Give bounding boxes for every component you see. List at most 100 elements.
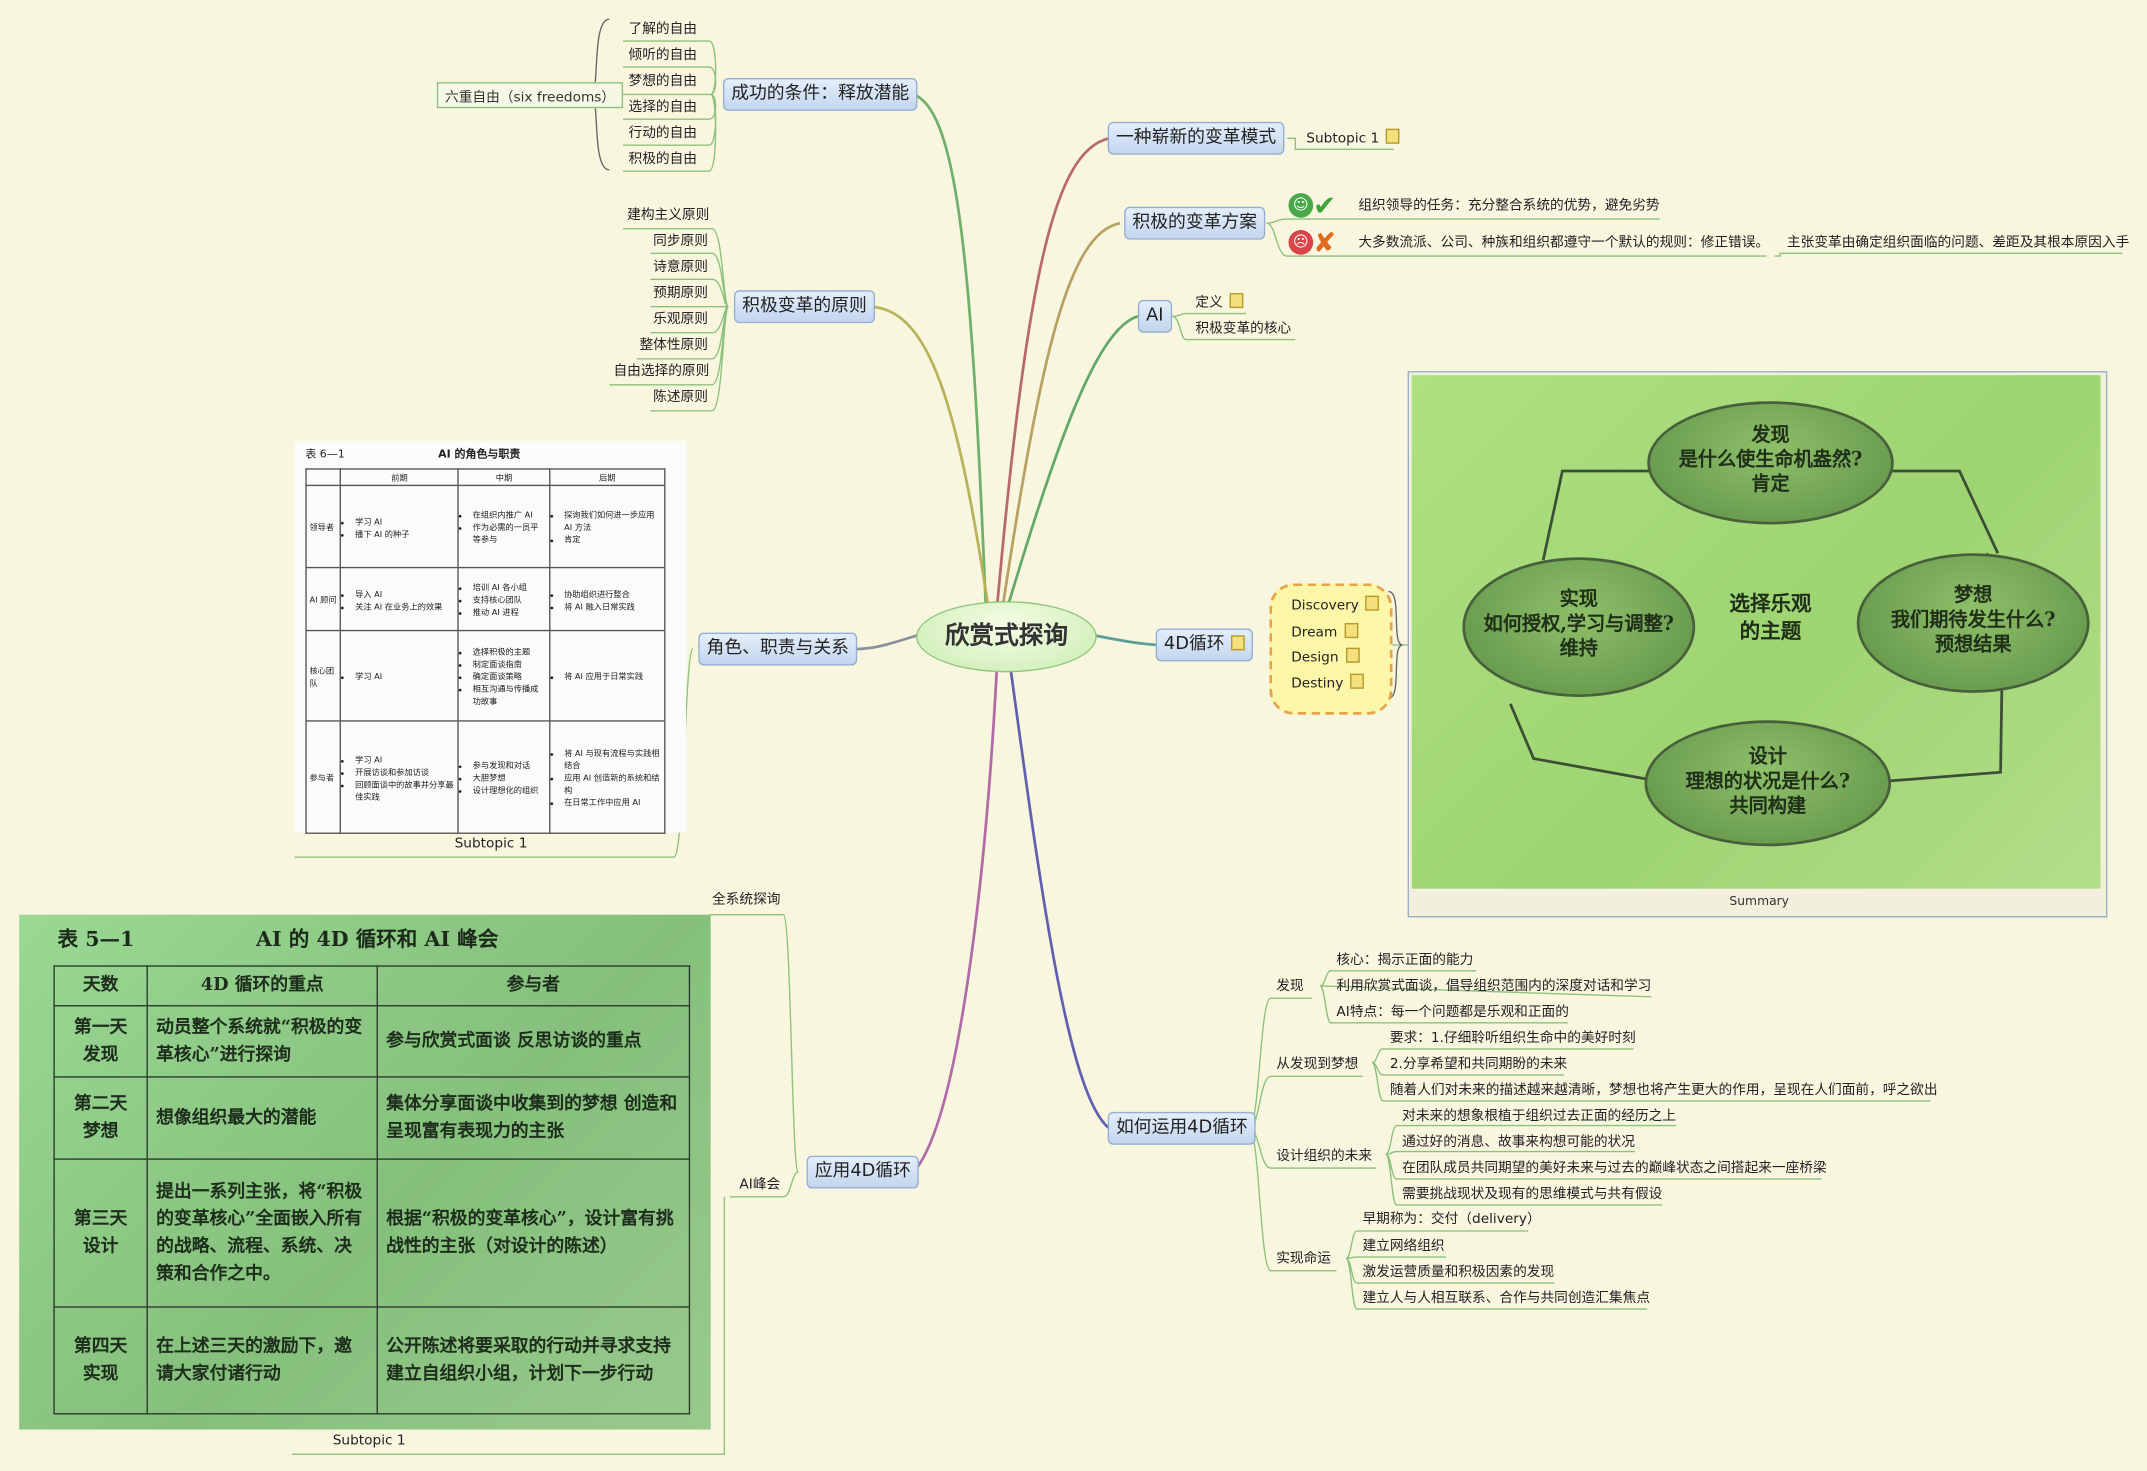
howto-item[interactable]: 利用欣赏式面谈，倡导组织范围内的深度对话和学习	[1336, 979, 1652, 995]
table-cell: 学习 AI	[355, 514, 455, 527]
cycle-center-text: 选择乐观 的主题	[1727, 590, 1815, 645]
howto-group-dream[interactable]: 从发现到梦想	[1276, 1057, 1359, 1073]
table-title: AI 的 4D 循环和 AI 峰会	[256, 927, 499, 952]
ai-definition-label: 定义	[1195, 295, 1223, 311]
table-cell: 支持核心团队	[473, 593, 547, 606]
topic-new-model[interactable]: 一种崭新的变革模式	[1107, 121, 1285, 155]
table-cell: 第二天 梦想	[53, 1076, 148, 1160]
principle-item[interactable]: 整体性原则	[639, 338, 708, 354]
howto-group-discover[interactable]: 发现	[1276, 979, 1304, 995]
blob-title: 梦想	[1953, 584, 1993, 607]
note-icon[interactable]	[1229, 293, 1244, 309]
note-icon[interactable]	[1386, 128, 1400, 144]
principle-item[interactable]: 同步原则	[653, 234, 708, 250]
howto-group-design[interactable]: 设计组织的未来	[1276, 1148, 1373, 1164]
principle-item[interactable]: 诗意原则	[653, 260, 708, 276]
table-cell: 核心团队	[305, 629, 342, 722]
topic-ai[interactable]: AI	[1137, 299, 1172, 333]
freedom-item[interactable]: 倾听的自由	[628, 47, 697, 63]
blob-action: 肯定	[1751, 473, 1790, 496]
principle-item[interactable]: 乐观原则	[653, 312, 708, 328]
howto-group-destiny[interactable]: 实现命运	[1276, 1251, 1331, 1267]
whole-system-inquiry[interactable]: 全系统探询	[712, 892, 781, 908]
topic-howto-4d[interactable]: 如何运用4D循环	[1107, 1111, 1257, 1145]
table-header: 4D 循环的重点	[146, 965, 378, 1007]
plan-item-fix-errors[interactable]: 大多数流派、公司、种族和组织都遵守一个默认的规则：修正错误。	[1358, 235, 1770, 251]
center-line: 选择乐观	[1729, 591, 1812, 617]
check-icon: ✔	[1313, 188, 1337, 222]
table-cell: 动员整个系统就“积极的变革核心”进行探询	[146, 1005, 378, 1078]
table-cell: 开展访谈和参加访谈	[355, 765, 455, 777]
ai-definition[interactable]: 定义	[1195, 293, 1244, 312]
freedom-item[interactable]: 选择的自由	[628, 99, 697, 116]
topic-apply-4d[interactable]: 应用4D循环	[806, 1155, 920, 1189]
ai-core[interactable]: 积极变革的核心	[1195, 321, 1292, 337]
howto-item[interactable]: 需要挑战现状及现有的思维模式与共有假设	[1402, 1187, 1663, 1203]
freedom-item[interactable]: 梦想的自由	[628, 73, 697, 90]
note-icon[interactable]	[1365, 595, 1380, 611]
principle-item[interactable]: 预期原则	[653, 286, 708, 302]
subtopic-roles[interactable]: Subtopic 1	[454, 836, 528, 852]
subtopic-summit[interactable]: Subtopic 1	[332, 1433, 406, 1449]
stage-discovery[interactable]: Discovery	[1291, 595, 1380, 615]
stage-destiny[interactable]: Destiny	[1291, 673, 1364, 693]
howto-item[interactable]: 建立网络组织	[1362, 1239, 1445, 1255]
plan-item-leadership[interactable]: 组织领导的任务：充分整合系统的优势，避免劣势	[1358, 198, 1660, 214]
principle-item[interactable]: 自由选择的原则	[613, 364, 710, 380]
stage-dream[interactable]: Dream	[1291, 623, 1358, 642]
table-cell: 应用 AI 创造新的系统和结构	[564, 771, 661, 796]
table-cell: 集体分享面谈中收集到的梦想 创造和呈现富有表现力的主张	[376, 1076, 691, 1160]
summary-caption[interactable]: Summary	[1729, 895, 1789, 910]
howto-item[interactable]: 激发运营质量和积极因素的发现	[1362, 1265, 1555, 1281]
howto-item[interactable]: 建立人与人相互联系、合作与共同创造汇集焦点	[1362, 1291, 1651, 1307]
table-cell: 播下 AI 的种子	[355, 526, 455, 539]
table-cell: 培训 AI 各小组	[473, 581, 547, 593]
howto-item[interactable]: 2.分享希望和共同期盼的未来	[1389, 1057, 1568, 1073]
note-icon[interactable]	[1345, 647, 1360, 663]
angry-cross-markers: ☹✘	[1288, 226, 1336, 259]
note-icon[interactable]	[1344, 623, 1358, 639]
blob-title: 设计	[1748, 746, 1787, 769]
topic-success-conditions[interactable]: 成功的条件：释放潜能	[722, 78, 918, 111]
central-topic[interactable]: 欣赏式探询	[916, 601, 1097, 673]
table-title: AI 的角色与职责	[438, 447, 521, 461]
roles-table: 前期 中期 后期 领导者 学习 AI播下 AI 的种子 在组织内推广 AI作为必…	[305, 468, 666, 834]
howto-item[interactable]: 核心：揭示正面的能力	[1336, 953, 1474, 969]
table-cell: 设计理想化的组织	[473, 783, 547, 796]
howto-item[interactable]: AI特点：每一个问题都是乐观和正面的	[1336, 1005, 1569, 1021]
howto-item[interactable]: 早期称为：交付（delivery）	[1362, 1211, 1541, 1227]
note-icon[interactable]	[1231, 635, 1246, 651]
table-cell: 提出一系列主张，将“积极的变革核心”全面嵌入所有的战略、流程、系统、决策和合作之…	[146, 1158, 378, 1308]
howto-item[interactable]: 通过好的消息、故事来构想可能的状况	[1402, 1135, 1635, 1151]
roles-table-image: 表 6—1 AI 的角色与职责 前期 中期 后期 领导者 学习 AI播下 AI …	[294, 440, 687, 834]
freedom-item[interactable]: 行动的自由	[628, 125, 697, 142]
summit-table: 天数 4D 循环的重点 参与者 第一天 发现 动员整个系统就“积极的变革核心”进…	[53, 965, 691, 1415]
topic-roles[interactable]: 角色、职责与关系	[698, 632, 858, 666]
note-icon[interactable]	[1350, 673, 1364, 689]
principle-item[interactable]: 建构主义原则	[627, 208, 710, 224]
summit-table-image: 表 5—1 AI 的 4D 循环和 AI 峰会 天数 4D 循环的重点 参与者 …	[19, 914, 711, 1430]
stage-design[interactable]: Design	[1291, 647, 1360, 667]
howto-item[interactable]: 随着人们对未来的描述越来越清晰，梦想也将产生更大的作用，呈现在人们面前，呼之欲出	[1389, 1083, 1938, 1099]
plan-subitem-problem-driven[interactable]: 主张变革由确定组织面临的问题、差距及其根本原因入手	[1786, 235, 2130, 251]
table-cell: 大胆梦想	[473, 771, 547, 784]
topic-4d-cycle[interactable]: 4D循环	[1155, 628, 1254, 662]
principle-item[interactable]: 陈述原则	[653, 390, 708, 406]
topic-principles[interactable]: 积极变革的原则	[733, 290, 876, 324]
table-cell: 参与发现和对话	[473, 759, 547, 771]
table-cell: 在上述三天的激励下，邀请大家付诸行动	[146, 1306, 378, 1415]
freedom-item[interactable]: 了解的自由	[628, 21, 697, 37]
freedom-item[interactable]: 积极的自由	[628, 151, 697, 168]
ai-summit[interactable]: AI峰会	[739, 1177, 781, 1193]
summary-six-freedoms[interactable]: 六重自由（six freedoms）	[436, 82, 624, 109]
table-cell: 选择积极的主题	[473, 645, 547, 658]
table-cell: AI 顾问	[305, 566, 342, 632]
howto-item[interactable]: 在团队成员共同期望的美好未来与过去的巅峰状态之间搭起来一座桥梁	[1402, 1161, 1827, 1177]
topic-positive-plan[interactable]: 积极的变革方案	[1124, 206, 1266, 240]
howto-item[interactable]: 要求：1.仔细聆听组织生命中的美好时刻	[1389, 1031, 1636, 1047]
table-cell: 在日常工作中应用 AI	[564, 796, 661, 808]
howto-item[interactable]: 对未来的想象根植于组织过去正面的经历之上	[1402, 1109, 1677, 1125]
blob-question: 是什么使生命机盎然?	[1678, 449, 1863, 472]
subtopic-new-model[interactable]: Subtopic 1	[1306, 128, 1400, 148]
